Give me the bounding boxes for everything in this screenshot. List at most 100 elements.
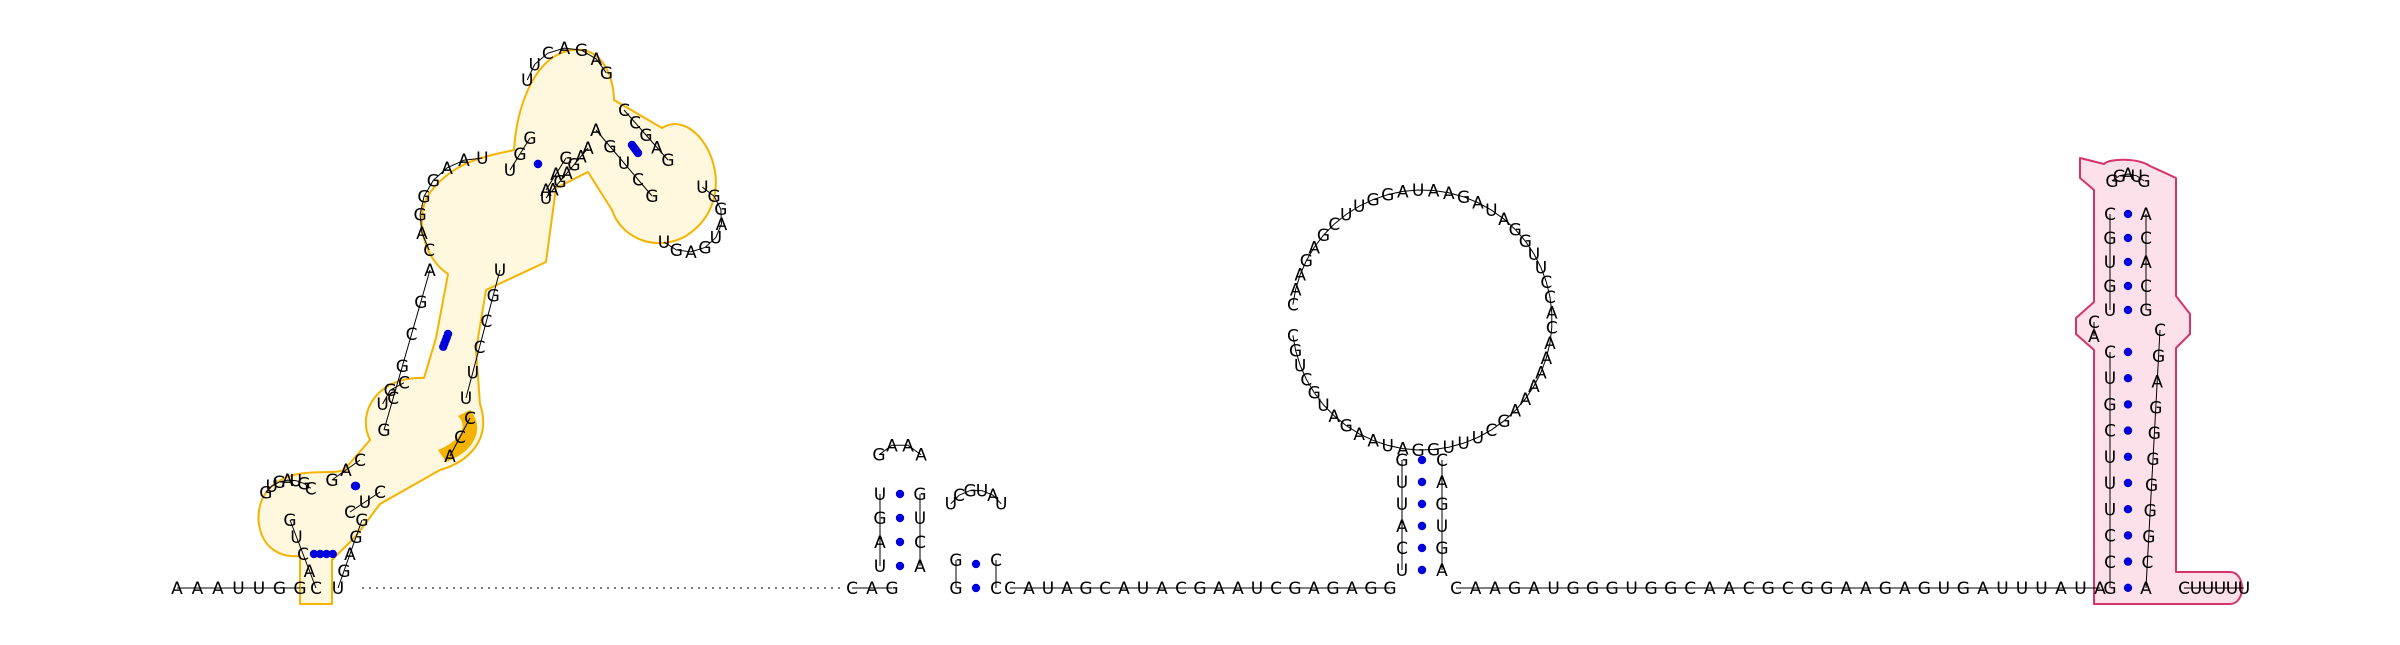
base-pair-dot (2123, 400, 2133, 409)
nucleotide: U (995, 495, 1007, 515)
nucleotide: C (914, 533, 926, 553)
backbone-domain1 (349, 491, 381, 513)
nucleotide: U (976, 482, 988, 502)
nucleotide: A (582, 139, 594, 159)
nucleotide: U (467, 363, 479, 383)
base-pair-dot (895, 537, 905, 547)
backbone-domain1 (382, 382, 405, 405)
nucleotide: G (1367, 191, 1380, 211)
base-pair-dot (2123, 505, 2133, 514)
backbone-hairpin2 (950, 490, 1002, 505)
base-pair-dot (1417, 499, 1427, 509)
nucleotide: A (1156, 579, 1168, 599)
nucleotide: G (949, 579, 962, 599)
nucleotide: U (376, 395, 388, 415)
backbone-domain1 (337, 519, 363, 589)
nucleotide: U (1535, 259, 1547, 279)
base-pair-dot (895, 561, 905, 571)
nucleotide: G (1957, 579, 1970, 599)
nucleotide: G (1340, 417, 1353, 437)
nucleotide: U (2238, 579, 2250, 599)
nucleotide: C (1270, 579, 1282, 599)
backbone-domain1 (526, 47, 607, 81)
nucleotide: A (886, 436, 898, 456)
nucleotide: A (1860, 579, 1872, 599)
nucleotide: C (953, 486, 965, 506)
backbone-domain1 (545, 157, 567, 191)
nucleotide: A (1328, 407, 1340, 427)
nucleotide: G (603, 138, 616, 158)
nucleotide: U (1137, 579, 1149, 599)
nucleotide: U (290, 528, 302, 548)
nucleotide: U (1396, 561, 1408, 581)
nucleotide: G (963, 482, 976, 502)
nucleotide: A (1367, 431, 1379, 451)
nucleotide: A (1899, 579, 1911, 599)
nucleotide: G (2103, 395, 2116, 415)
nucleotide: G (1383, 579, 1396, 599)
nucleotide: A (1528, 579, 1540, 599)
nucleotide: C (2141, 553, 2153, 573)
nucleotide: A (1535, 363, 1547, 383)
nucleotide: A (915, 446, 927, 466)
nucleotide: G (1364, 579, 1377, 599)
backbone-hairpin1 (878, 444, 922, 456)
nucleotide: G (1645, 579, 1658, 599)
base-pair-dot (2123, 531, 2133, 540)
nucleotide: A (2088, 327, 2100, 347)
nucleotide: C (1099, 579, 1111, 599)
backbone-domain1 (509, 137, 531, 171)
nucleotide: A (1436, 561, 1448, 581)
backbone-domain1 (595, 129, 653, 197)
nucleotide: G (714, 200, 727, 220)
nucleotide: A (1509, 402, 1521, 422)
nucleotide: A (2094, 579, 2106, 599)
nucleotide: G (2152, 347, 2165, 367)
nucleotide: U (1472, 428, 1484, 448)
base-pair-dot (439, 342, 448, 351)
nucleotide: G (1435, 495, 1448, 515)
backbone (177, 47, 2244, 589)
nucleotide: U (253, 579, 265, 599)
nucleotide: C (406, 325, 418, 345)
base-pair-dot (533, 159, 543, 169)
nucleotide: G (417, 187, 430, 207)
nucleotide: C (1328, 215, 1340, 235)
nucleotide: U (359, 493, 371, 513)
nucleotide: A (212, 579, 224, 599)
nucleotide: G (1879, 579, 1892, 599)
nucleotide: G (355, 511, 368, 531)
nucleotide: G (913, 485, 926, 505)
nucleotide: A (444, 447, 456, 467)
nucleotide: C (846, 579, 858, 599)
nucleotide: A (1308, 579, 1320, 599)
nucleotide: U (1294, 356, 1306, 376)
base-pair-dot (895, 513, 905, 523)
nucleotide: U (2130, 167, 2142, 187)
nucleotide: G (325, 471, 338, 491)
nucleotide: U (2190, 579, 2202, 599)
nucleotide: G (2113, 167, 2126, 187)
nucleotide: U (2035, 579, 2047, 599)
nucleotide: G (698, 238, 711, 258)
base-pair-dot (2123, 374, 2133, 383)
nucleotide: U (232, 579, 244, 599)
backbone-domain1 (465, 269, 501, 399)
nucleotide: A (1546, 303, 1558, 323)
backbone-domain1 (663, 186, 722, 253)
nucleotide: A (1520, 390, 1532, 410)
nucleotide: A (1704, 579, 1716, 599)
nucleotide: G (1395, 451, 1408, 471)
nucleotide: G (2103, 579, 2116, 599)
nucleotide: G (1519, 232, 1532, 252)
nucleotide: U (696, 178, 708, 198)
nucleotide: G (283, 511, 296, 531)
base-pair-dot (2123, 426, 2133, 435)
nucleotide: A (2140, 253, 2152, 273)
nucleotide: G (559, 149, 572, 169)
base-pair-dot (971, 559, 981, 569)
base-pair-dot (2123, 452, 2133, 461)
nucleotide: A (171, 579, 183, 599)
base-pair-dot (1417, 543, 1427, 553)
